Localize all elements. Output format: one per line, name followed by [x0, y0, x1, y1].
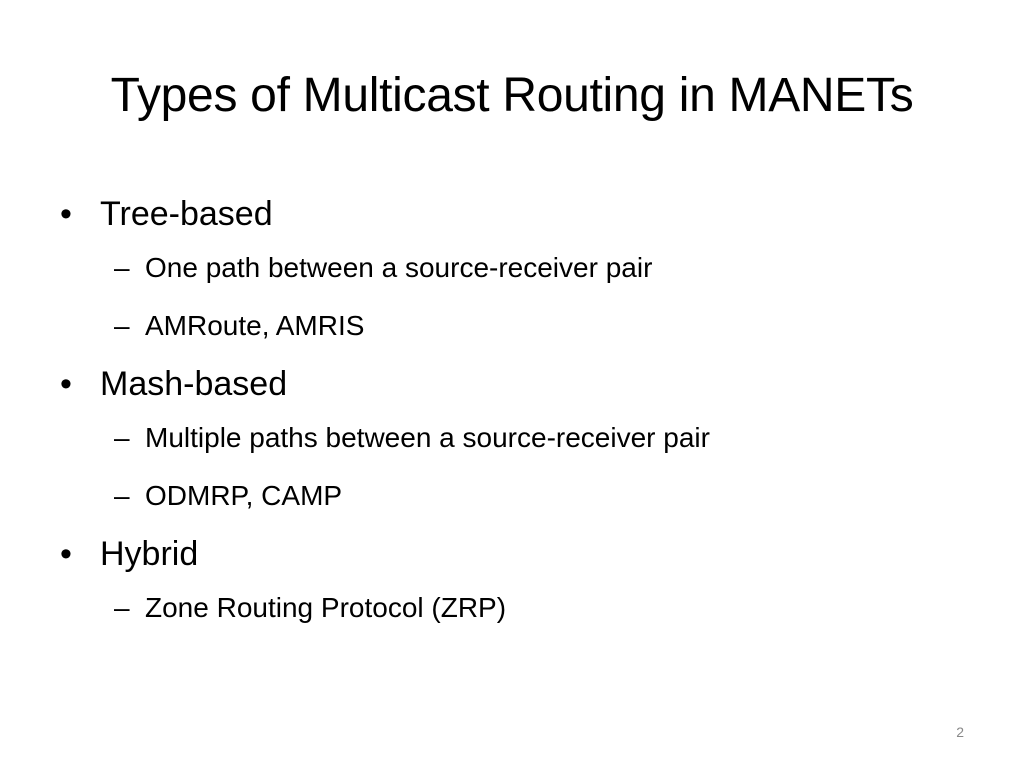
- sub-item-text: One path between a source-receiver pair: [145, 252, 653, 283]
- bullet-item-tree-based: • Tree-based – One path between a source…: [60, 188, 980, 350]
- sub-item: – Zone Routing Protocol (ZRP): [100, 584, 980, 632]
- bullet-icon: •: [60, 535, 72, 573]
- bullet-item-mash-based: • Mash-based – Multiple paths between a …: [60, 358, 980, 520]
- dash-icon: –: [114, 480, 130, 511]
- sub-list: – One path between a source-receiver pai…: [100, 244, 980, 350]
- bullet-icon: •: [60, 365, 72, 403]
- sub-item-text: AMRoute, AMRIS: [145, 310, 365, 341]
- bullet-item-hybrid: • Hybrid – Zone Routing Protocol (ZRP): [60, 528, 980, 632]
- dash-icon: –: [114, 252, 130, 283]
- dash-icon: –: [114, 592, 130, 623]
- slide-content: • Tree-based – One path between a source…: [60, 188, 980, 632]
- sub-item: – Multiple paths between a source-receiv…: [100, 414, 980, 462]
- slide-number: 2: [956, 724, 964, 740]
- bullet-text: Hybrid: [100, 535, 199, 573]
- sub-item: – AMRoute, AMRIS: [100, 302, 980, 350]
- sub-item-text: ODMRP, CAMP: [145, 480, 343, 511]
- dash-icon: –: [114, 422, 130, 453]
- dash-icon: –: [114, 310, 130, 341]
- bullet-text: Mash-based: [100, 365, 288, 403]
- sub-item-text: Multiple paths between a source-receiver…: [145, 422, 710, 453]
- bullet-icon: •: [60, 195, 72, 233]
- sub-list: – Zone Routing Protocol (ZRP): [100, 584, 980, 632]
- sub-item-text: Zone Routing Protocol (ZRP): [145, 592, 507, 623]
- bullet-text: Tree-based: [100, 195, 273, 233]
- sub-item: – ODMRP, CAMP: [100, 472, 980, 520]
- sub-list: – Multiple paths between a source-receiv…: [100, 414, 980, 520]
- sub-item: – One path between a source-receiver pai…: [100, 244, 980, 292]
- slide-title: Types of Multicast Routing in MANETs: [110, 69, 914, 122]
